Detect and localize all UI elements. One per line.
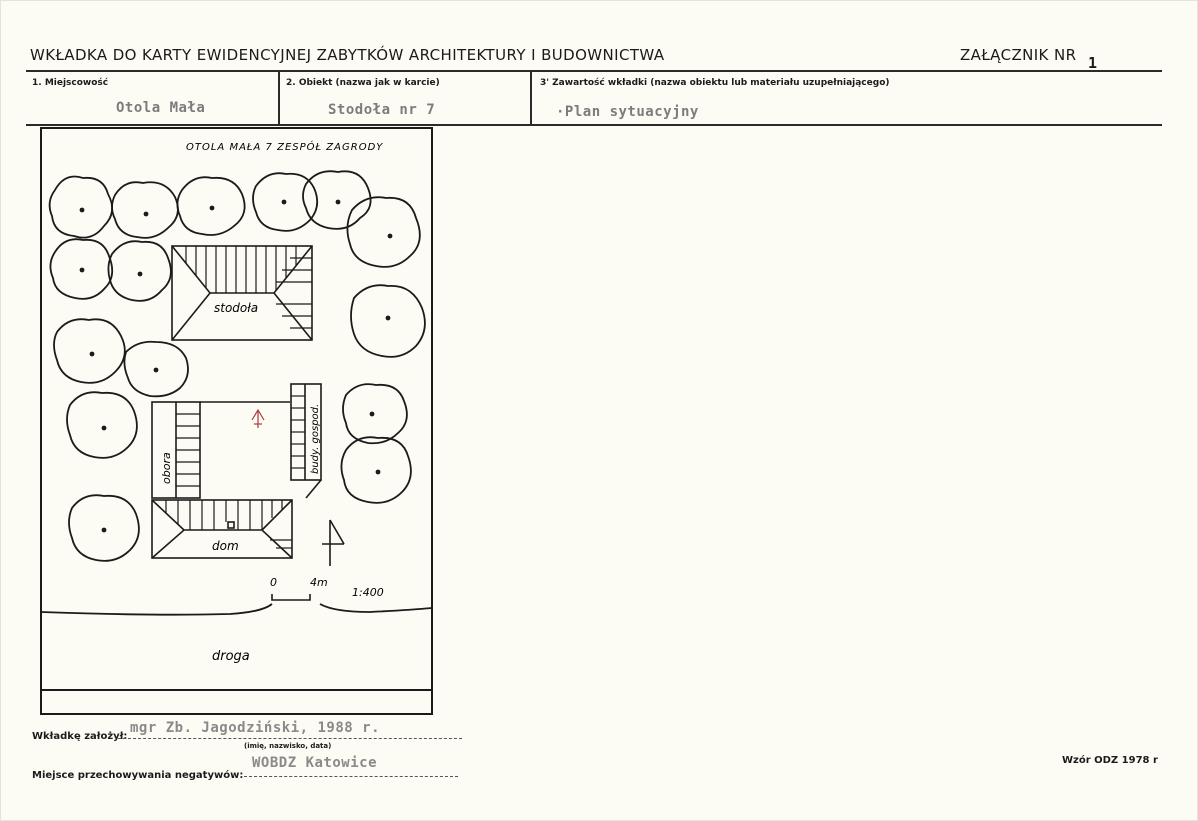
prepared-value: mgr Zb. Jagodziński, 1988 r. (130, 720, 381, 736)
prepared-caption: (imię, nazwisko, data) (244, 742, 332, 750)
tree (66, 391, 138, 459)
tree-centers (79, 199, 393, 533)
storage-value: WOBDZ Katowice (252, 755, 378, 771)
object-value: Stodoła nr 7 (328, 102, 436, 118)
prepared-label: Wkładkę założył: (32, 731, 128, 742)
cowshed-building (151, 401, 290, 499)
barn-building (171, 245, 313, 341)
tree (346, 196, 421, 268)
field-divider-1 (278, 70, 280, 126)
cowshed-label: obora (160, 452, 173, 484)
tree (340, 436, 412, 504)
plan-title: OTOLA MAŁA 7 ZESPÓŁ ZAGRODY (186, 140, 383, 153)
locality-value: Otola Mała (116, 100, 206, 116)
trees (48, 170, 426, 562)
tree (49, 238, 114, 300)
barn-label: stodoła (214, 301, 258, 315)
tree (342, 383, 408, 445)
tree (53, 318, 126, 384)
outbuilding-label: budy. gospod. (310, 404, 321, 474)
header-rule (26, 70, 1162, 72)
prepared-line (118, 738, 462, 739)
north-arrow (322, 519, 345, 566)
form-code: Wzór ODZ 1978 r (1062, 755, 1158, 766)
scale-bar (271, 594, 311, 601)
tree (176, 176, 246, 236)
tree (111, 181, 179, 239)
card-title: WKŁADKA DO KARTY EWIDENCYJNEJ ZABYTKÓW A… (30, 46, 665, 64)
locality-label: 1. Miejscowość (32, 78, 109, 88)
attachment-number: 1 (1088, 54, 1098, 72)
plan-frame (40, 127, 433, 715)
outbuilding-building (290, 383, 322, 499)
house-building (151, 499, 293, 559)
house-label: dom (212, 539, 239, 553)
road-label: droga (212, 649, 250, 664)
tree (252, 172, 319, 232)
tree (350, 284, 426, 358)
scale-zero: 0 (270, 576, 277, 589)
content-value: ·Plan sytuacyjny (556, 104, 699, 120)
tree (123, 340, 189, 398)
tree (48, 175, 114, 239)
scale-four: 4m (310, 576, 328, 589)
tree (68, 494, 140, 562)
storage-label: Miejsce przechowywania negatywów: (32, 770, 244, 781)
storage-line (244, 776, 458, 777)
field-divider-2 (530, 70, 532, 126)
fields-rule (26, 124, 1162, 126)
road-edges (40, 603, 433, 616)
content-label: 3' Zawartość wkładki (nazwa obiektu lub … (540, 78, 890, 88)
tree (107, 240, 172, 302)
entrance-mark (251, 408, 265, 428)
attachment-label: ZAŁĄCZNIK NR (960, 46, 1077, 64)
scale-ratio: 1:400 (352, 586, 384, 599)
tree (302, 170, 372, 230)
object-label: 2. Obiekt (nazwa jak w karcie) (286, 78, 440, 88)
